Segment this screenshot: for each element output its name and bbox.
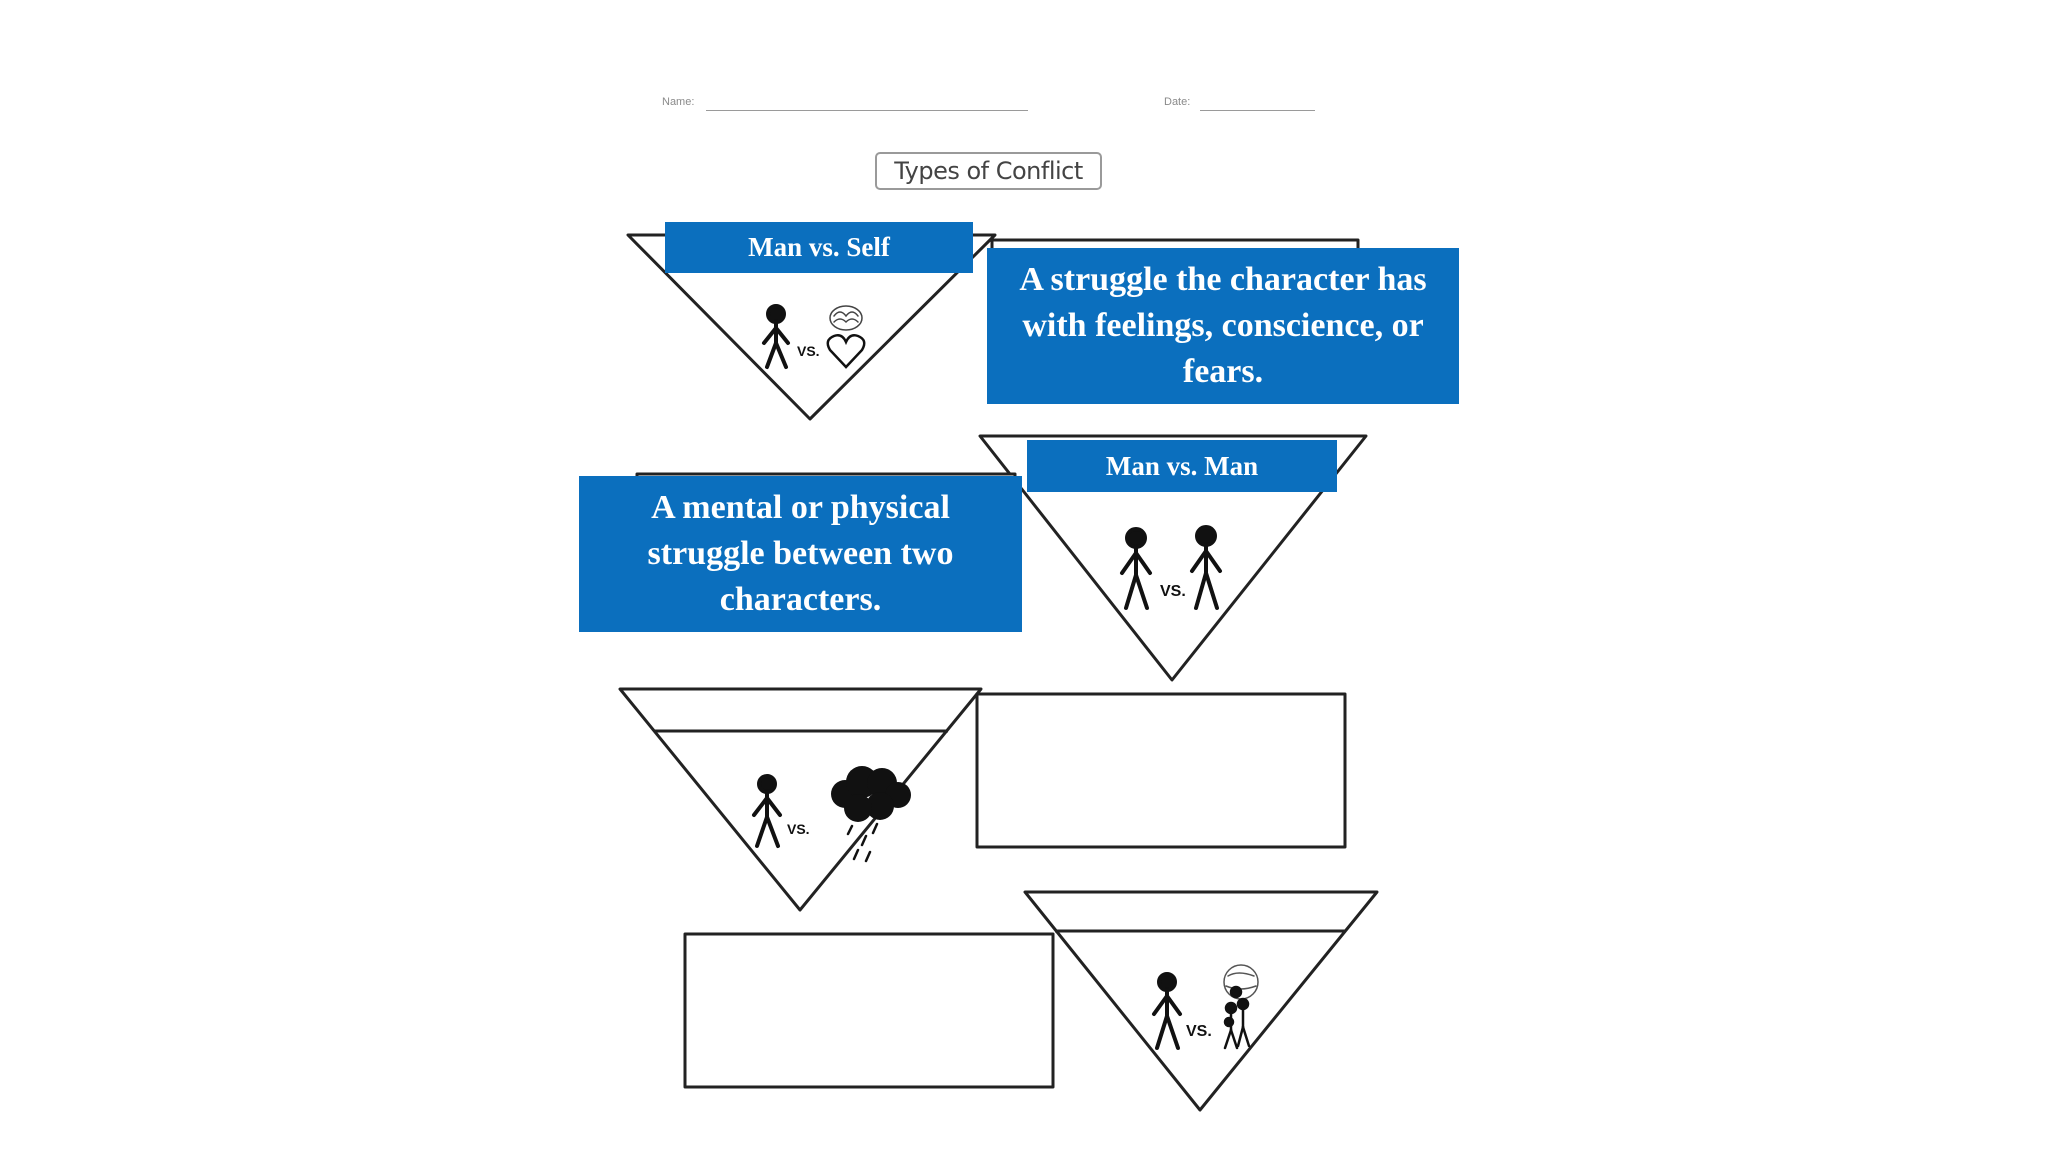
date-label: Date: bbox=[1164, 96, 1191, 108]
opponent-icon bbox=[1195, 525, 1217, 547]
person-icon bbox=[1125, 527, 1147, 549]
person-vs-person-icon bbox=[1120, 525, 1222, 610]
name-label: Name: bbox=[662, 96, 695, 108]
brain-icon bbox=[829, 305, 863, 331]
vs-text-3: VS. bbox=[787, 821, 810, 837]
person-icon bbox=[766, 304, 786, 324]
crowd-icon bbox=[1223, 985, 1251, 1050]
label-man-vs-self: Man vs. Self bbox=[665, 222, 973, 273]
date-line bbox=[1200, 110, 1315, 111]
vs-text-2: VS. bbox=[1160, 583, 1186, 600]
heart-icon bbox=[826, 334, 866, 369]
definition-box-3 bbox=[975, 692, 1347, 849]
definition-man-vs-self: A struggle the character has with feelin… bbox=[987, 248, 1459, 404]
rain-icon bbox=[846, 822, 879, 863]
person-vs-society-icon bbox=[1152, 964, 1259, 1050]
vs-text-1: VS. bbox=[797, 343, 820, 359]
triangle-conflict-4 bbox=[1023, 890, 1379, 1112]
person-vs-nature-icon bbox=[752, 766, 911, 863]
person-icon bbox=[757, 774, 777, 794]
name-line bbox=[706, 110, 1028, 111]
worksheet-title: Types of Conflict bbox=[875, 152, 1102, 190]
label-man-vs-man: Man vs. Man bbox=[1027, 440, 1337, 492]
person-vs-self-icon bbox=[762, 304, 866, 369]
definition-box-4 bbox=[683, 932, 1055, 1089]
triangle-man-vs-man bbox=[978, 434, 1368, 682]
storm-cloud-icon bbox=[831, 766, 911, 822]
definition-man-vs-man: A mental or physical struggle between tw… bbox=[579, 476, 1022, 632]
vs-text-4: VS. bbox=[1186, 1023, 1212, 1040]
triangle-conflict-3 bbox=[618, 687, 983, 912]
person-icon bbox=[1157, 972, 1177, 992]
